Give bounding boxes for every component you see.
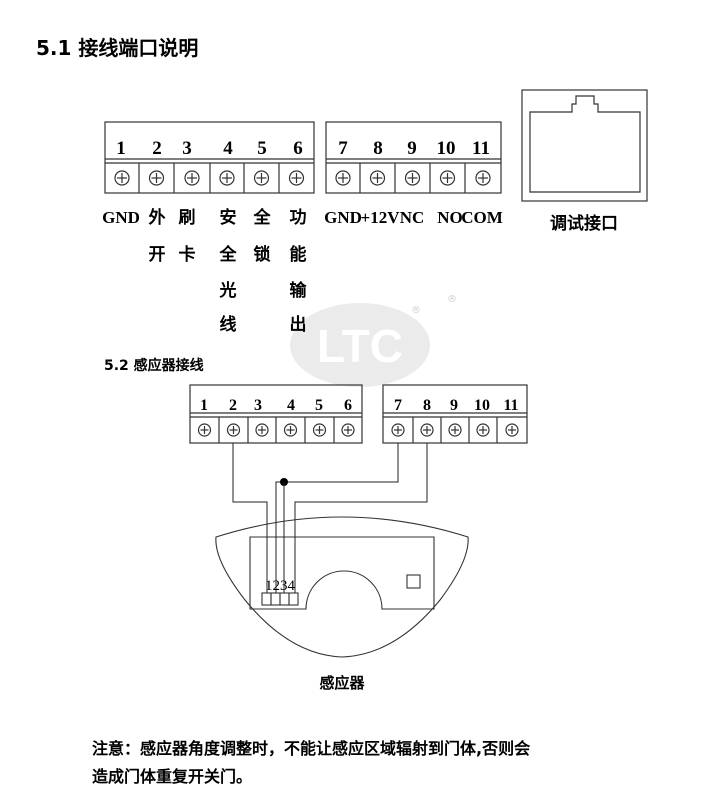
debug-port-label: 调试接口 [550,213,618,234]
debug-port-icon [521,89,648,202]
terminal-number: 9 [407,138,417,159]
terminal-label: NO [437,208,463,227]
terminal-label: GND [102,208,140,227]
terminal-screw-icon [505,423,519,437]
terminal-label: 全 [219,244,238,265]
terminal-number: 10 [437,138,456,159]
terminal-label: NC [400,208,425,227]
terminal-screw-icon [476,423,490,437]
note-line-2: 造成门体重复开关门。 [92,767,253,786]
terminal-number: 3 [182,138,192,159]
terminal-number: 7 [394,397,402,414]
terminal-block-bottom-right [382,384,528,444]
terminal-screw-icon [255,423,269,437]
terminal-screw-icon [114,170,130,186]
terminal-number: 7 [338,138,348,159]
terminal-label: 锁 [254,244,271,265]
terminal-block-top-left [104,121,315,194]
terminal-label: 输 [290,280,308,301]
terminal-screw-icon [420,423,434,437]
terminal-number: 2 [229,397,237,414]
terminal-screw-icon [475,170,491,186]
terminal-label: 功 [290,208,307,228]
terminal-screw-icon [288,170,305,186]
sensor-label: 感应器 [319,674,365,692]
terminal-screw-icon [369,170,386,186]
terminal-screw-icon [448,423,462,437]
terminal-number: 1 [116,138,126,159]
terminal-screw-icon [335,170,351,186]
terminal-label: 能 [290,244,307,265]
terminal-screw-icon [184,170,200,186]
terminal-screw-icon [148,170,165,186]
terminal-screw-icon [341,423,355,437]
terminal-number: 10 [474,397,490,414]
terminal-block-top-right [325,121,502,194]
registered-mark: ® [447,294,457,305]
terminal-screw-icon [253,170,270,186]
terminal-screw-icon [283,423,298,437]
terminal-number: 2 [152,138,162,159]
terminal-number: 11 [503,397,518,414]
terminal-label: +12V [361,208,401,227]
terminal-label: GND [324,208,362,227]
terminal-label: 线 [220,314,237,335]
terminal-label: 开 [149,245,166,265]
terminal-number: 8 [423,397,431,414]
terminal-label: 刷 [179,208,196,228]
sensor-pin-wires [266,482,296,593]
terminal-screw-icon [226,423,241,437]
sensor-body [215,516,469,658]
terminal-number: 6 [344,397,352,414]
terminal-label: 出 [290,314,307,335]
terminal-number: 11 [472,138,490,159]
terminal-number: 3 [254,397,262,414]
terminal-screw-icon [197,423,212,437]
note-line-1: 注意：感应器角度调整时，不能让感应区域辐射到门体,否则会 [92,739,531,758]
terminal-label: 外 [149,207,166,228]
terminal-number: 1 [200,397,208,414]
terminal-label: 安 [220,207,237,228]
terminal-number: 5 [315,397,323,414]
terminal-label: COM [461,208,503,227]
terminal-label: 光 [219,280,237,301]
terminal-label: 全 [253,207,272,228]
terminal-number: 8 [373,138,383,159]
terminal-screw-icon [391,423,405,437]
watermark-text: LTC [317,320,403,372]
terminal-label: 卡 [179,244,196,265]
terminal-number: 4 [287,397,295,414]
terminal-number: 6 [293,138,303,159]
registered-mark: ® [411,305,421,316]
sensor-pins-label: 1234 [265,578,296,594]
section-title: 5.1 接线端口说明 [36,36,199,60]
subsection-title: 5.2 感应器接线 [104,358,204,374]
terminal-screw-icon [439,170,456,186]
ltc-watermark-logo: LTC ® ® [290,294,457,387]
terminal-screw-icon [312,423,327,437]
terminal-screw-icon [219,170,235,186]
terminal-screw-icon [404,170,421,186]
terminal-block-bottom-left [189,384,363,444]
terminal-number: 9 [450,397,458,414]
terminal-number: 5 [257,138,267,159]
terminal-number: 4 [223,138,233,159]
